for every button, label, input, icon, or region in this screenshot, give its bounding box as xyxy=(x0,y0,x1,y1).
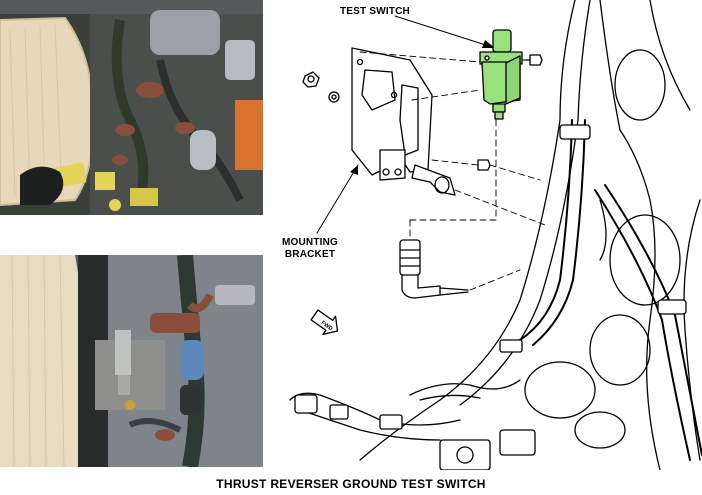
engine-photo-top xyxy=(0,0,263,215)
mounting-bracket-line2: BRACKET xyxy=(284,249,336,260)
test-switch-highlight xyxy=(479,29,523,120)
mounting-bracket-line1: MOUNTING xyxy=(282,237,339,248)
mounting-bracket-callout: MOUNTING BRACKET xyxy=(282,237,338,261)
technical-diagram: FWD xyxy=(289,0,702,470)
figure-caption: THRUST REVERSER GROUND TEST SWITCH xyxy=(216,477,486,491)
test-switch-callout: TEST SWITCH xyxy=(340,6,410,17)
engine-photo-bottom xyxy=(0,255,263,467)
